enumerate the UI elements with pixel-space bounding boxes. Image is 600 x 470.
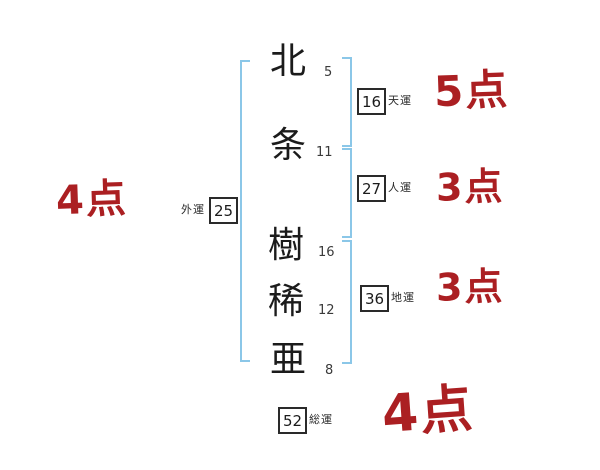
bracket-jinun <box>342 148 352 238</box>
gaiun-value-box: 25 <box>209 197 238 224</box>
name-char-1: 北 <box>270 41 307 82</box>
score-chiun: 3点 <box>435 264 505 310</box>
gaiun-label: 外運 <box>181 203 205 216</box>
souun-value-box: 52 <box>278 407 307 434</box>
score-gaiun: 4点 <box>55 175 129 225</box>
bracket-gaiun <box>240 60 250 362</box>
bracket-chiun <box>342 240 352 364</box>
score-tenun: 5点 <box>433 64 511 117</box>
chiun-value-box: 36 <box>360 285 389 312</box>
score-souun: 4点 <box>380 378 477 446</box>
bracket-tenun <box>342 57 352 147</box>
stroke-count-3: 16 <box>318 245 335 260</box>
stroke-count-5: 8 <box>325 363 334 378</box>
tenun-value-box: 16 <box>357 88 386 115</box>
tenun-label: 天運 <box>388 94 412 107</box>
name-char-3: 樹 <box>268 225 305 266</box>
souun-label: 総運 <box>309 413 333 426</box>
name-char-5: 亜 <box>270 339 307 380</box>
jinun-label: 人運 <box>388 181 412 194</box>
name-char-2: 条 <box>270 125 307 166</box>
score-jinun: 3点 <box>435 164 505 210</box>
name-char-4: 稀 <box>268 281 305 322</box>
stroke-count-4: 12 <box>318 303 335 318</box>
stroke-count-2: 11 <box>316 145 333 160</box>
stroke-count-1: 5 <box>324 65 333 80</box>
jinun-value-box: 27 <box>357 175 386 202</box>
chiun-label: 地運 <box>391 291 415 304</box>
